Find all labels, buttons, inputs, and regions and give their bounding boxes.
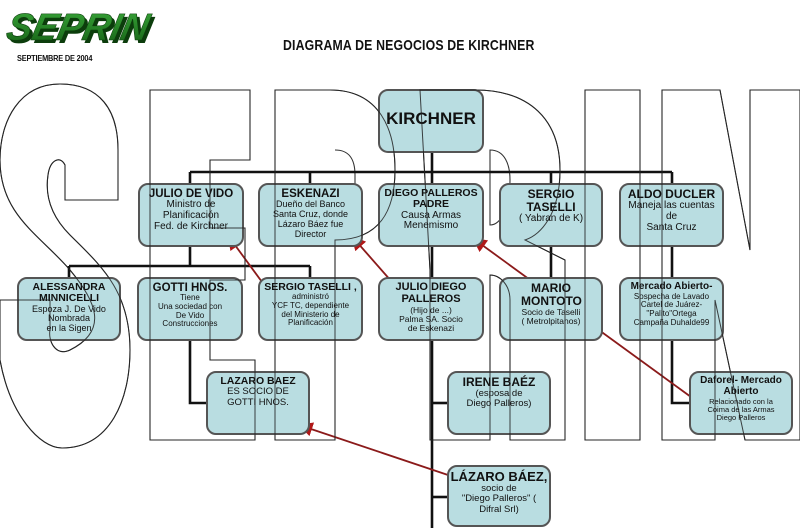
node-kirchner[interactable]: KIRCHNER <box>378 89 484 153</box>
node-lazaro-baez-palleros[interactable]: LÁZARO BÁEZ, socio de "Diego Palleros" (… <box>447 465 551 527</box>
node-description: Ministro de Planificación Fed. de Kirchn… <box>154 199 228 232</box>
watermark-letter-s <box>0 83 131 449</box>
node-description: Causa Armas Menemismo <box>400 209 462 232</box>
node-description: Maneja las cuentas de Santa Cruz <box>628 199 715 233</box>
node-description: socio de "Diego Palleros" ( Difral Srl) <box>461 483 537 515</box>
node-description: administró YCF TC, dependiente del Minis… <box>271 292 350 328</box>
arrow-lazaro-palleros-to-lazaro-gotti <box>298 422 449 476</box>
node-description: Relacionado con la Coima de las Armas Di… <box>707 396 775 422</box>
node-eskenazi[interactable]: ESKENAZI Dueño del Banco Santa Cruz, don… <box>258 183 363 247</box>
node-description: Tiene Una sociedad con De Vido Construcc… <box>157 293 223 329</box>
node-sergio-taselli[interactable]: SERGIO TASELLI ( Yabran de K) <box>499 183 603 247</box>
node-title: ALESSANDRA MINNICELLI <box>32 281 106 305</box>
node-title: LÁZARO BÁEZ, <box>450 469 548 484</box>
node-alessandra-minnicelli[interactable]: ALESSANDRA MINNICELLI Espoza J. De Vido … <box>17 277 121 341</box>
seprin-logo-mark: SEPRIN SEPRIN <box>3 6 158 52</box>
node-description: Socio de Taselli ( Metrolpitanos) <box>521 306 581 327</box>
watermark-letter-i <box>584 89 641 441</box>
seprin-logo: SEPRIN SEPRIN <box>3 6 166 52</box>
page-title: DIAGRAMA DE NEGOCIOS DE KIRCHNER <box>283 37 535 54</box>
logo-text: SEPRIN <box>6 6 155 48</box>
node-title: Daforel- Mercado Abierto <box>700 375 782 397</box>
node-description: (Hijo de ...) Palma SA. Socio de Eskenaz… <box>399 304 463 334</box>
node-description: ( Yabran de K) <box>518 212 584 224</box>
node-mario-montoto[interactable]: MARIO MONTOTO Socio de Taselli ( Metrolp… <box>499 277 603 341</box>
node-diego-palleros-padre[interactable]: DIEGO PALLEROS PADRE Causa Armas Menemis… <box>378 183 484 247</box>
node-description: Dueño del Banco Santa Cruz, donde Lázaro… <box>272 199 349 239</box>
node-title: JULIO DIEGO PALLEROS <box>395 281 467 305</box>
logo-shadow: SEPRIN <box>6 9 158 48</box>
node-lazaro-baez-gotti[interactable]: LAZARO BAEZ ES SOCIO DE GOTTI HNOS. <box>206 371 310 435</box>
arrow-taselli-to-devido <box>227 235 263 283</box>
connector-mercado-to-daforel <box>670 340 690 405</box>
node-daforel-mercado-abierto[interactable]: Daforel- Mercado Abierto Relacionado con… <box>689 371 793 435</box>
node-aldo-ducler[interactable]: ALDO DUCLER Maneja las cuentas de Santa … <box>619 183 724 247</box>
node-title: ALDO DUCLER <box>627 187 716 201</box>
node-description: Espoza J. De Vido Nombrada en la Sigen <box>32 303 106 334</box>
report-date: SEPTIEMBRE DE 2004 <box>17 54 93 63</box>
node-mercado-abierto[interactable]: Mercado Abierto- Sospecha de Lavado Cart… <box>619 277 724 341</box>
arrow-palleros-hijo-to-eskenazi <box>351 235 393 283</box>
node-julio-diego-palleros[interactable]: JULIO DIEGO PALLEROS (Hijo de ...) Palma… <box>378 277 484 341</box>
watermark-overlay-s <box>0 83 131 449</box>
node-irene-baez[interactable]: IRENE BAÉZ (esposa de Diego Palleros) <box>447 371 551 435</box>
node-title: MARIO MONTOTO <box>521 281 582 308</box>
node-sergio-taselli-ycftc[interactable]: SERGIO TASELLI , administró YCF TC, depe… <box>258 277 363 341</box>
watermark-overlay-i <box>584 89 641 441</box>
node-description: Sospecha de Lavado Cartel de Juárez- "Pa… <box>633 291 710 327</box>
node-gotti-hnos[interactable]: GOTTI HNOS. Tiene Una sociedad con De Vi… <box>137 277 243 341</box>
node-title: KIRCHNER <box>386 109 476 128</box>
connector-gotti-to-lazaro <box>188 340 207 405</box>
node-julio-de-vido[interactable]: JULIO DE VIDO Ministro de Planificación … <box>138 183 244 247</box>
node-title: SERGIO TASELLI <box>526 187 576 214</box>
node-title: IRENE BAÉZ <box>462 375 536 389</box>
node-description: (esposa de Diego Palleros) <box>466 387 532 410</box>
node-description: ES SOCIO DE GOTTI HNOS. <box>227 386 289 408</box>
node-title: DIEGO PALLEROS PADRE <box>384 187 478 211</box>
node-title: LAZARO BAEZ <box>220 375 296 387</box>
